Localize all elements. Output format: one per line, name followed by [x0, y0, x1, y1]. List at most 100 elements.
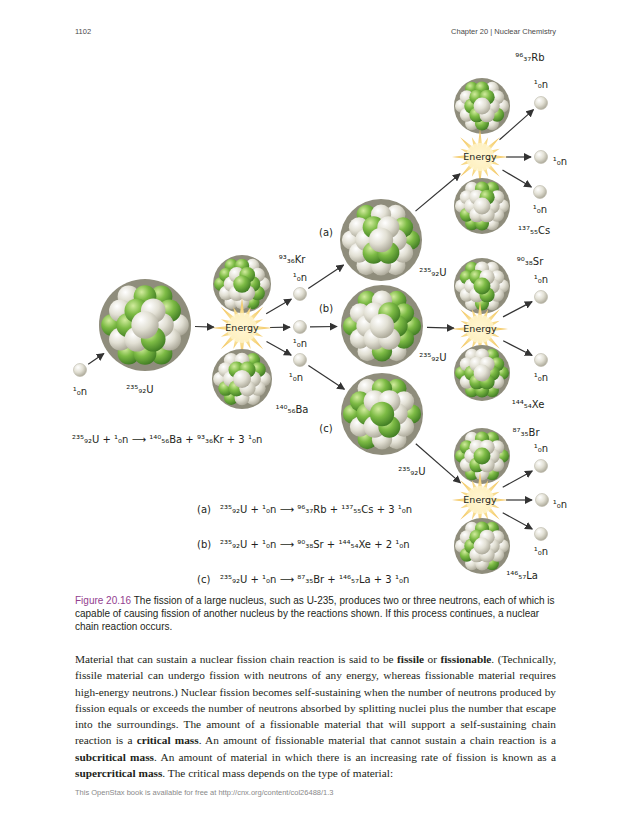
- nuclide-label: ²³⁵₉₂U: [398, 466, 425, 478]
- label-slot: ²³⁵₉₂U + ¹₀n ⟶ ¹⁴⁰₅₆Ba + ⁹³₃₆Kr + 3 ¹₀n: [72, 429, 262, 447]
- neutron-shape: [533, 185, 547, 199]
- reaction-arrow: [267, 342, 292, 356]
- nucleus-shape: [339, 198, 423, 282]
- reaction-arrow: [427, 327, 454, 329]
- nuclide-label: ¹³⁷₅₅Cs: [518, 225, 550, 237]
- figure-number: Figure 20.16: [75, 595, 131, 606]
- neutron-shape: [534, 96, 548, 110]
- label-slot: ²³⁵₉₂U + ¹₀n ⟶ ⁸⁷₃₅Br + ¹⁴⁶₅₇La + 3 ¹₀n: [220, 569, 409, 587]
- nuclide-label: ⁸⁷₃₅Br: [512, 427, 539, 439]
- nucleus: ⁹⁰₃₈Sr: [453, 257, 511, 315]
- proton-ball: [233, 275, 250, 292]
- label-slot: (c): [319, 418, 332, 436]
- neutron-ball: [535, 97, 548, 110]
- neutron: ¹₀n: [293, 287, 307, 301]
- neutron-ball: [294, 354, 307, 367]
- key-term: critical mass: [137, 734, 199, 746]
- reaction-letter: (a): [197, 504, 211, 516]
- nucleus: ²³⁵₉₂U: [98, 278, 192, 372]
- neutron: ¹₀n: [534, 353, 548, 367]
- neutron-ball: [535, 354, 548, 367]
- energy-star: [452, 129, 508, 185]
- neutron-ball: [370, 314, 394, 338]
- nuclide-label: ¹₀n: [289, 372, 303, 384]
- nucleus-shape: [211, 348, 273, 410]
- neutron: ¹₀n: [534, 150, 548, 164]
- nuclide-label: ¹₀n: [534, 546, 548, 558]
- neutron-ball: [74, 364, 87, 377]
- nuclide-label: ¹₀n: [534, 79, 548, 91]
- nucleus-shape: [340, 372, 424, 456]
- proton-ball: [474, 448, 491, 465]
- reaction-arrow: [270, 327, 290, 328]
- reaction-arrow: [503, 471, 533, 487]
- nuclide-label: ¹₀n: [534, 443, 548, 455]
- nucleus-core: [341, 285, 423, 367]
- nucleus: ¹⁴⁶₅₇La: [453, 517, 511, 575]
- energy-label: Energy: [463, 152, 496, 163]
- body-text: or: [428, 653, 437, 665]
- nuclide-label: ⁹³₃₆Kr: [279, 254, 306, 266]
- nuclide-label: ¹₀n: [73, 386, 87, 398]
- nucleus: ²³⁵₉₂U: [340, 372, 424, 456]
- label-slot: (b): [197, 534, 211, 552]
- neutron-shape: [535, 493, 549, 507]
- energy-label: Energy: [463, 324, 496, 335]
- nucleus: ¹⁴⁴₅₄Xe: [453, 344, 511, 402]
- reaction-arrow: [503, 341, 532, 356]
- figure-caption: Figure 20.16 The fission of a large nucl…: [75, 594, 559, 633]
- nucleus-core: [454, 258, 510, 314]
- nucleus-core: [454, 428, 510, 484]
- neutron-shape: [73, 363, 87, 377]
- reaction-letter: (a): [319, 227, 333, 239]
- nuclide-label: ⁹⁶₃₇Rb: [515, 52, 544, 64]
- neutron-ball: [233, 370, 251, 388]
- reaction-equation: ²³⁵₉₂U + ¹₀n ⟶ ¹⁴⁰₅₆Ba + ⁹³₃₆Kr + 3 ¹₀n: [72, 434, 262, 446]
- neutron-ball: [535, 528, 548, 541]
- reaction-equation: ²³⁵₉₂U + ¹₀n ⟶ ⁸⁷₃₅Br + ¹⁴⁶₅₇La + 3 ¹₀n: [220, 574, 409, 586]
- reaction-letter: (b): [319, 303, 333, 315]
- nuclide-label: ¹⁴⁶₅₇La: [506, 570, 538, 582]
- key-term: supercritical mass: [75, 767, 162, 779]
- neutron: ¹₀n: [535, 493, 549, 507]
- nucleus-shape: [453, 257, 511, 315]
- nuclide-label: ¹₀n: [534, 372, 548, 384]
- key-term: subcritical mass: [75, 751, 154, 763]
- nuclide-label: ¹₀n: [534, 274, 548, 286]
- label-slot: (b): [319, 298, 333, 316]
- nucleus: ²³⁵₉₂U: [339, 198, 423, 282]
- label-slot: This OpenStax book is available for free…: [75, 781, 334, 799]
- proton-ball: [474, 278, 491, 295]
- nucleus-core: [99, 279, 191, 371]
- page-number: 1102: [75, 28, 91, 37]
- reaction-arrow: [266, 299, 291, 314]
- nuclide-label: ²³⁵₉₂U: [419, 267, 446, 279]
- reaction-arrow: [416, 174, 461, 211]
- neutron-shape: [534, 459, 548, 473]
- neutron-ball: [369, 228, 393, 252]
- neutron: ¹₀n: [533, 185, 547, 199]
- body-paragraph: Material that can sustain a nuclear fiss…: [75, 651, 556, 781]
- label-slot: (c): [197, 569, 210, 587]
- neutron: ¹₀n: [293, 320, 307, 334]
- key-term: fissile: [397, 653, 424, 665]
- neutron-ball: [534, 186, 547, 199]
- proton-ball: [370, 402, 394, 426]
- nucleus-shape: [453, 177, 511, 235]
- reaction-equation: ²³⁵₉₂U + ¹₀n ⟶ ⁹⁰₃₈Sr + ¹⁴⁴₅₄Xe + 2 ¹₀n: [220, 539, 410, 551]
- neutron-shape: [293, 287, 307, 301]
- label-slot: (a): [197, 499, 211, 517]
- nuclide-label: ¹₀n: [293, 338, 307, 350]
- neutron-ball: [535, 291, 548, 304]
- nucleus-shape: [340, 284, 424, 368]
- nucleus-shape: [98, 278, 192, 372]
- nucleus-core: [454, 178, 510, 234]
- reaction-arrow: [506, 499, 532, 500]
- body-text: . An amount of material in which there i…: [154, 751, 556, 763]
- nuclide-label: ¹₀n: [553, 156, 567, 168]
- neutron: ¹₀n: [534, 96, 548, 110]
- caption-text: The fission of a large nucleus, such as …: [75, 595, 555, 632]
- nucleus: ¹⁴⁰₅₆Ba: [211, 348, 273, 410]
- nucleus: ¹³⁷₅₅Cs: [453, 177, 511, 235]
